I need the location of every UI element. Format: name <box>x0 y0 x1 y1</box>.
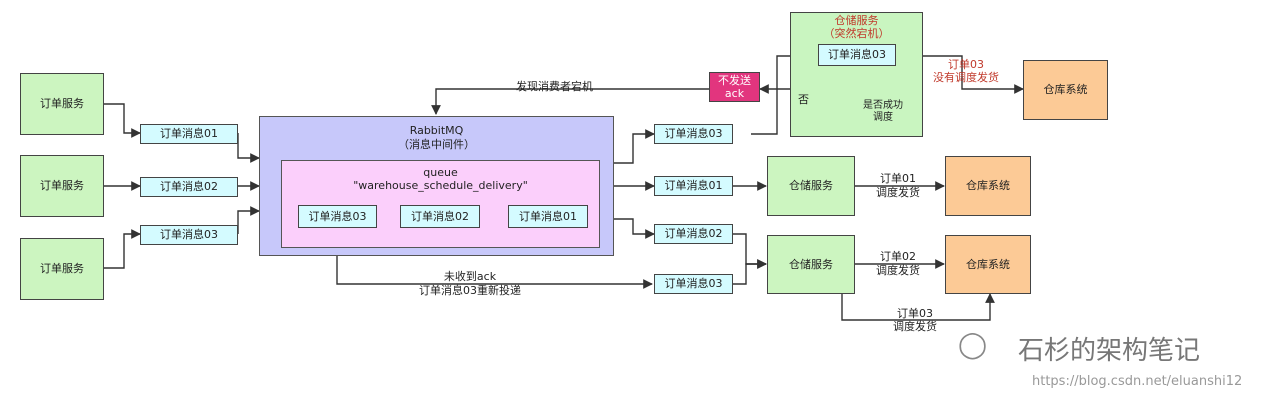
ship03-line2: 调度发货 <box>893 320 937 333</box>
ship01-line2: 调度发货 <box>876 186 920 199</box>
connector-noack-to-mq <box>431 88 709 115</box>
queue-title: queue <box>423 166 458 179</box>
ship01-line1: 订单01 <box>880 172 916 185</box>
diamond-label-1: 是否成功 <box>863 100 903 111</box>
queue-msg-03: 订单消息03 <box>298 205 377 228</box>
consumer-down-label: 发现消费者宕机 <box>516 80 593 93</box>
connector-order-service-3 <box>104 229 141 269</box>
order03-not-shipped-line1: 订单03 <box>948 58 984 71</box>
connector-crash-msg-to-warehouse <box>896 55 1024 94</box>
no-label: 否 <box>798 93 809 106</box>
storage-service-1: 仓储服务 <box>767 156 855 216</box>
connector-redeliver-msg03-to-storage <box>733 259 767 285</box>
ship02-line1: 订单02 <box>880 250 916 263</box>
wechat-icon: ◯ <box>958 330 988 360</box>
ship02-line2: 调度发货 <box>876 264 920 277</box>
order03-not-shipped-line2: 没有调度发货 <box>933 71 999 84</box>
order-service-2: 订单服务 <box>20 155 104 217</box>
connector-order-service-1 <box>104 103 141 138</box>
crashed-storage-subtitle: （突然宕机） <box>823 27 890 40</box>
connector-msg01-to-mq <box>237 133 260 163</box>
redeliver-line2: 订单消息03重新投递 <box>419 284 521 297</box>
rabbitmq-title: RabbitMQ <box>409 124 464 137</box>
order-msg-01-right: 订单消息01 <box>654 176 733 196</box>
no-ack-box: 不发送 ack <box>709 72 760 102</box>
order-msg-02-left: 订单消息02 <box>140 177 238 197</box>
warehouse-system-top: 仓库系统 <box>1023 60 1108 120</box>
ship03-line1: 订单03 <box>897 307 933 320</box>
order-service-3: 订单服务 <box>20 238 104 300</box>
crashed-storage-msg-03: 订单消息03 <box>818 44 896 66</box>
connector-storage2-to-warehouse-bottom <box>841 293 995 321</box>
queue-name: "warehouse_schedule_delivery" <box>353 179 528 192</box>
watermark-title: 石杉的架构笔记 <box>1018 336 1201 366</box>
queue-msg-02: 订单消息02 <box>400 205 480 228</box>
storage-service-2: 仓储服务 <box>767 235 855 294</box>
order-msg-03-redelivered: 订单消息03 <box>654 274 733 294</box>
connector-mq-to-msg02 <box>614 218 655 239</box>
crashed-storage-title: 仓储服务 <box>834 14 879 27</box>
queue-msg-01: 订单消息01 <box>508 205 588 228</box>
connector-msg03-to-mq <box>237 206 260 234</box>
connector-msg02-to-storage <box>733 233 767 269</box>
queue-box <box>281 160 600 248</box>
crashed-storage-service <box>790 12 923 137</box>
redeliver-line1: 未收到ack <box>443 270 497 283</box>
warehouse-system-1: 仓库系统 <box>945 156 1031 216</box>
watermark-url: https://blog.csdn.net/eluanshi12 <box>1032 374 1243 389</box>
order-msg-03-left: 订单消息03 <box>140 225 238 245</box>
diamond-label-2: 调度 <box>873 112 893 123</box>
order-msg-02-right: 订单消息02 <box>654 224 733 244</box>
rabbitmq-subtitle: （消息中间件） <box>398 138 475 151</box>
connector-mq-to-msg03 <box>614 129 655 164</box>
order-service-1: 订单服务 <box>20 73 104 135</box>
order-msg-03-right: 订单消息03 <box>654 124 733 144</box>
warehouse-system-2: 仓库系统 <box>945 235 1031 294</box>
order-msg-01-left: 订单消息01 <box>140 124 238 144</box>
